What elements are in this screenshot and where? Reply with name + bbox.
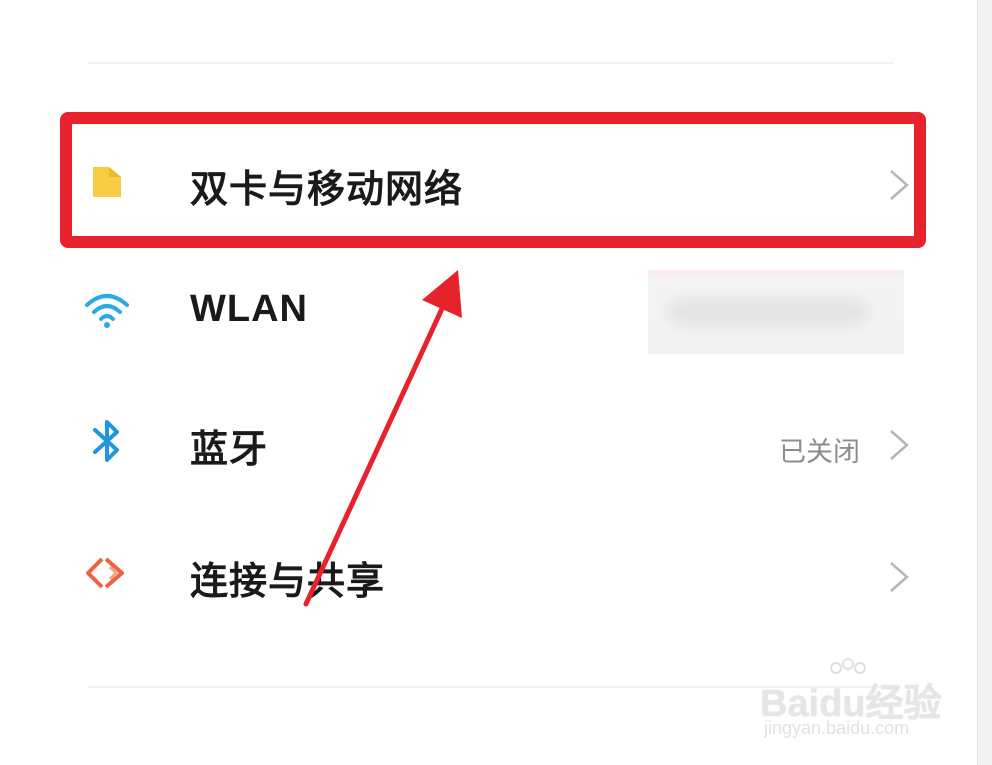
chevron-right-icon — [890, 170, 909, 200]
chevron-right-icon — [890, 430, 909, 460]
settings-item-label: 连接与共享 — [190, 559, 386, 603]
settings-item-value: 已关闭 — [779, 437, 860, 468]
sim-card-icon — [82, 156, 132, 206]
settings-item-label: 蓝牙 — [190, 427, 269, 471]
wifi-icon — [82, 286, 132, 336]
settings-item-bluetooth[interactable]: 蓝牙 已关闭 — [70, 382, 920, 502]
settings-item-connection-sharing[interactable]: 连接与共享 — [70, 514, 920, 634]
watermark-url: jingyan.baidu.com — [764, 718, 910, 738]
bluetooth-icon — [82, 416, 132, 466]
chevron-right-icon — [890, 562, 909, 592]
baidu-watermark: Baidu经验 jingyan.baidu.com — [760, 658, 960, 748]
highlight-box — [60, 112, 926, 248]
wlan-network-name-blurred — [648, 270, 904, 354]
settings-item-sim-mobile-network[interactable]: 双卡与移动网络 — [70, 122, 920, 242]
connection-share-icon — [82, 548, 132, 598]
watermark-brand: Baidu经验 — [760, 683, 942, 725]
bottom-divider — [88, 686, 894, 688]
settings-item-label: WLAN — [190, 288, 308, 330]
paw-icon — [830, 658, 866, 674]
settings-item-label: 双卡与移动网络 — [190, 167, 464, 211]
window-edge — [977, 0, 992, 765]
top-divider — [88, 62, 894, 64]
settings-item-wlan[interactable]: WLAN — [70, 252, 920, 372]
